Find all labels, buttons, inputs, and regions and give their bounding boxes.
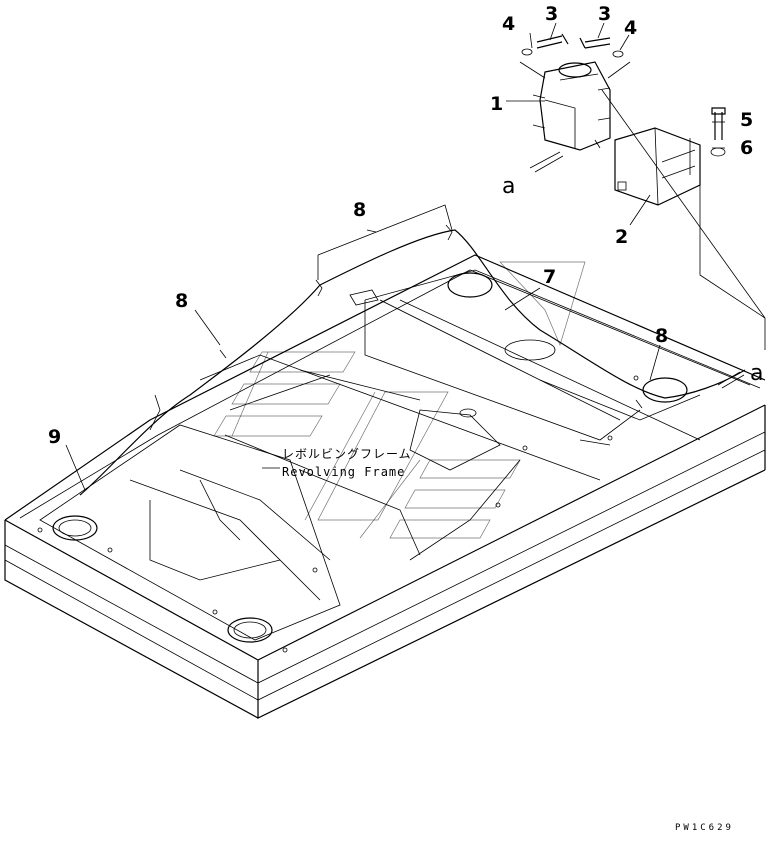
callout-8a: 8 <box>353 199 366 221</box>
ref-a-frame: a <box>750 361 763 386</box>
wiring-harness <box>79 224 746 496</box>
callout-9: 9 <box>48 426 61 448</box>
callout-7: 7 <box>543 266 556 288</box>
bolts-washers <box>521 33 745 389</box>
callout-3a: 3 <box>545 3 558 25</box>
callout-4a: 4 <box>502 13 515 35</box>
callout-8b: 8 <box>175 290 188 312</box>
callout-1: 1 <box>490 93 503 115</box>
revolving-frame <box>4 254 766 719</box>
callout-5: 5 <box>740 109 753 131</box>
frame-label-jp: レボルビングフレーム <box>282 447 412 461</box>
ref-a-tank: a <box>502 174 515 199</box>
tank-assembly <box>532 61 611 151</box>
callout-3b: 3 <box>598 3 611 25</box>
mounting-bracket <box>614 127 701 206</box>
leader-lines <box>65 22 766 491</box>
watermark-logo <box>213 261 586 539</box>
frame-label-en: Revolving Frame <box>282 465 405 479</box>
callout-6: 6 <box>740 137 753 159</box>
callout-4b: 4 <box>624 17 637 39</box>
callout-8c: 8 <box>655 325 668 347</box>
callout-2: 2 <box>615 226 628 248</box>
drawing-code: PW1C629 <box>675 823 734 833</box>
